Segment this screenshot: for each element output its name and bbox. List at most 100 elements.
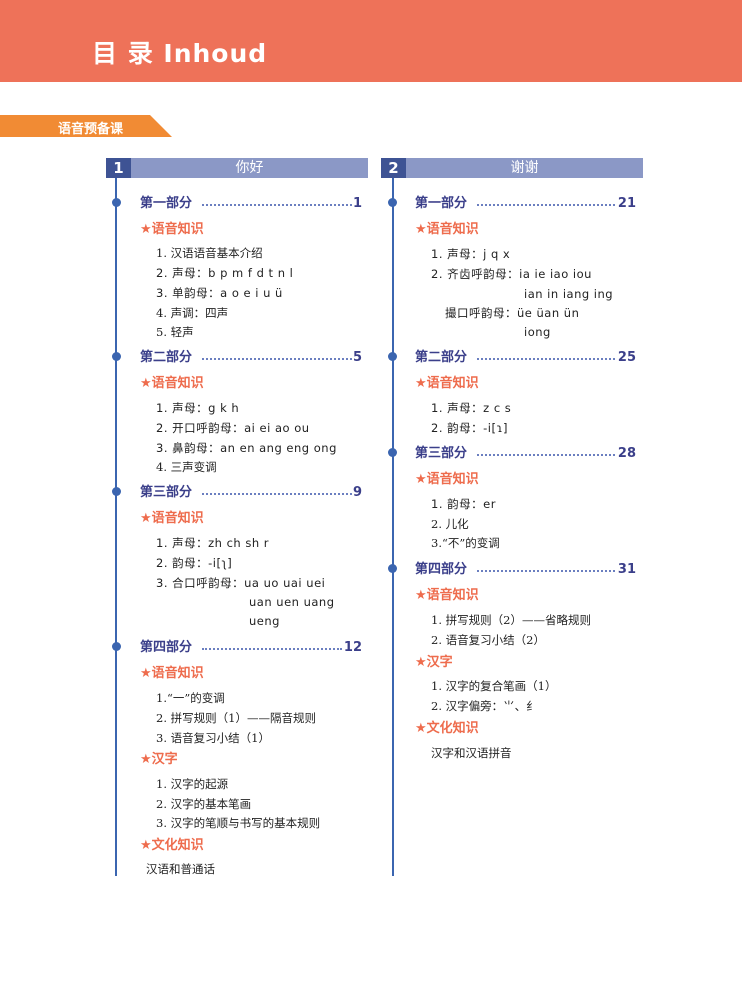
list-item: 1. 汉字的复合笔画（1）: [431, 679, 557, 693]
dotted-leader: [477, 570, 615, 572]
dotted-leader: [202, 648, 342, 650]
category-culture: ★文化知识: [140, 838, 204, 853]
page-number: 31: [617, 562, 636, 577]
page-header: 目 录 Inhoud: [0, 0, 742, 82]
page-number: 9: [352, 485, 362, 500]
list-item: 1. 声母：j q x: [431, 247, 511, 261]
lesson-number: 2: [381, 158, 406, 178]
list-item: 1.“一”的变调: [156, 691, 225, 705]
list-item: 4. 三声变调: [156, 460, 217, 474]
category-phonetics: ★语音知识: [415, 588, 479, 603]
category-characters: ★汉字: [140, 752, 178, 767]
list-item: 5. 轻声: [156, 325, 194, 339]
dotted-leader: [477, 454, 615, 456]
timeline-dot: [112, 642, 121, 651]
timeline-line: [392, 178, 394, 876]
category-phonetics: ★语音知识: [140, 666, 204, 681]
category-phonetics: ★语音知识: [140, 511, 204, 526]
dotted-leader: [202, 204, 352, 206]
lesson-1-header: 1 你好: [106, 158, 368, 178]
list-item: 2. 语音复习小结（2）: [431, 633, 545, 647]
list-item: 3. 单韵母：a o e i u ü: [156, 286, 283, 300]
section-tab: 语音预备课: [0, 115, 172, 137]
page-number: 12: [343, 640, 362, 655]
part-entry[interactable]: 第三部分 28: [388, 445, 636, 463]
list-item: uan uen uang: [249, 595, 335, 609]
part-entry[interactable]: 第一部分 1: [112, 195, 362, 213]
category-culture: ★文化知识: [415, 721, 479, 736]
list-item: 2. 儿化: [431, 517, 469, 531]
category-phonetics: ★语音知识: [415, 472, 479, 487]
category-phonetics: ★语音知识: [415, 222, 479, 237]
list-item: 1. 汉字的起源: [156, 777, 229, 791]
list-item: 3. 语音复习小结（1）: [156, 731, 270, 745]
lesson-2-header: 2 谢谢: [381, 158, 643, 178]
list-item: 2. 韵母：-i[ɿ]: [431, 421, 509, 435]
category-phonetics: ★语音知识: [140, 222, 204, 237]
list-item: ueng: [249, 614, 280, 628]
list-item: 4. 声调：四声: [156, 306, 229, 320]
list-item: iong: [524, 325, 551, 339]
part-name: 第三部分: [415, 446, 468, 461]
list-item: 3. 合口呼韵母：ua uo uai uei: [156, 576, 326, 590]
list-item: 撮口呼韵母：üe üan ün: [445, 306, 580, 320]
list-item: 1. 韵母：er: [431, 497, 496, 511]
list-item: 2. 声母：b p m f d t n l: [156, 266, 294, 280]
timeline-dot: [388, 564, 397, 573]
timeline-dot: [388, 352, 397, 361]
list-item: 2. 齐齿呼韵母：ia ie iao iou: [431, 267, 592, 281]
category-characters: ★汉字: [415, 655, 453, 670]
list-item: 1. 拼写规则（2）——省略规则: [431, 613, 591, 627]
lesson-title: 谢谢: [406, 158, 643, 178]
list-item: 3. 汉字的笔顺与书写的基本规则: [156, 816, 321, 830]
dotted-leader: [202, 358, 352, 360]
part-entry[interactable]: 第四部分 12: [112, 639, 362, 657]
category-phonetics: ★语音知识: [140, 376, 204, 391]
lesson-2-column: 2 谢谢 第一部分 21 ★语音知识 1. 声母：j q x 2. 齐齿呼韵母：…: [381, 158, 643, 878]
part-name: 第三部分: [140, 485, 193, 500]
timeline-dot: [388, 198, 397, 207]
list-item: 2. 开口呼韵母：ai ei ao ou: [156, 421, 310, 435]
timeline-line: [115, 178, 117, 876]
part-name: 第二部分: [140, 350, 193, 365]
timeline-dot: [388, 448, 397, 457]
dotted-leader: [202, 493, 352, 495]
page-number: 5: [352, 350, 362, 365]
page-number: 1: [352, 196, 362, 211]
page-number: 25: [617, 350, 636, 365]
page-title: 目 录 Inhoud: [92, 39, 268, 68]
part-entry[interactable]: 第二部分 25: [388, 349, 636, 367]
list-item: 1. 声母：g k h: [156, 401, 240, 415]
page-number: 21: [617, 196, 636, 211]
list-item: 1. 声母：zh ch sh r: [156, 536, 270, 550]
timeline-dot: [112, 352, 121, 361]
part-name: 第四部分: [415, 562, 468, 577]
lesson-title: 你好: [131, 158, 368, 178]
list-item: 2. 汉字的基本笔画: [156, 797, 252, 811]
lesson-number: 1: [106, 158, 131, 178]
list-item: 1. 汉语语音基本介绍: [156, 246, 263, 260]
list-item: 汉字和汉语拼音: [431, 746, 512, 760]
part-entry[interactable]: 第四部分 31: [388, 561, 636, 579]
page-number: 28: [617, 446, 636, 461]
list-item: 2. 韵母：-i[ʅ]: [156, 556, 233, 570]
part-entry[interactable]: 第二部分 5: [112, 349, 362, 367]
timeline-dot: [112, 487, 121, 496]
list-item: 1. 声母：z c s: [431, 401, 512, 415]
part-name: 第四部分: [140, 640, 193, 655]
list-item: 2. 汉字偏旁：⺌、纟: [431, 699, 538, 713]
part-name: 第一部分: [415, 196, 468, 211]
list-item: 汉语和普通话: [146, 862, 215, 876]
part-entry[interactable]: 第一部分 21: [388, 195, 636, 213]
part-entry[interactable]: 第三部分 9: [112, 484, 362, 502]
timeline-dot: [112, 198, 121, 207]
category-phonetics: ★语音知识: [415, 376, 479, 391]
section-tab-background: [0, 115, 172, 137]
dotted-leader: [477, 358, 615, 360]
section-tab-label: 语音预备课: [58, 122, 124, 137]
part-name: 第二部分: [415, 350, 468, 365]
list-item: 2. 拼写规则（1）——隔音规则: [156, 711, 316, 725]
lesson-1-column: 1 你好 第一部分 1 ★语音知识 1. 汉语语音基本介绍 2. 声母：b p …: [106, 158, 368, 878]
list-item: 3.“不”的变调: [431, 536, 500, 550]
part-name: 第一部分: [140, 196, 193, 211]
